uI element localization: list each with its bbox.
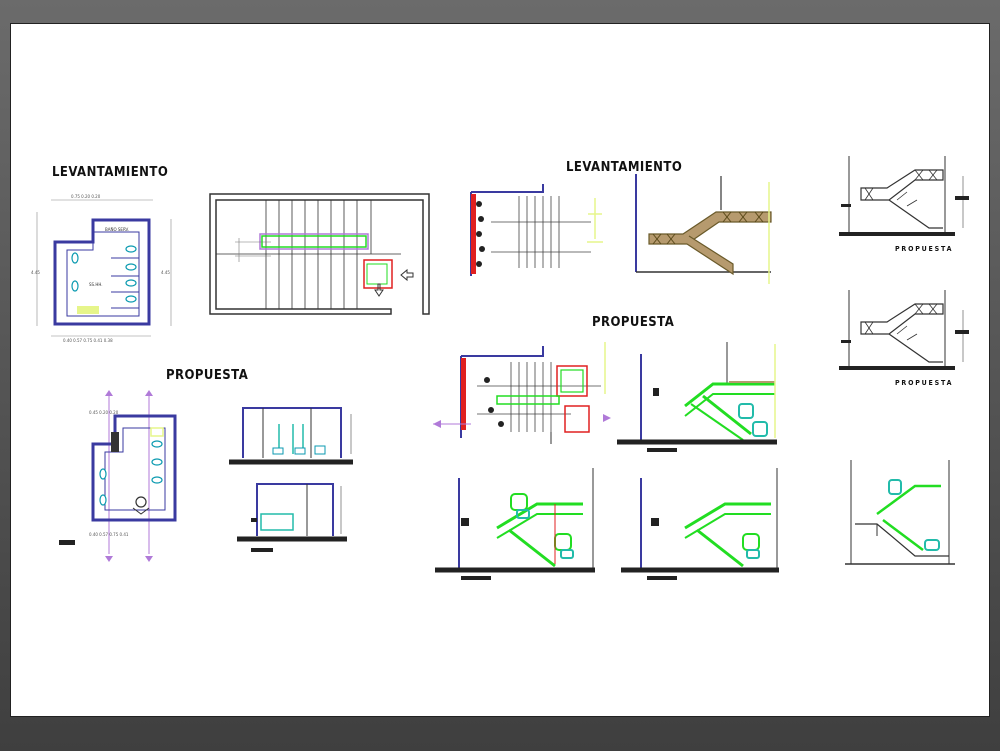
svg-text:4.45: 4.45 — [31, 270, 40, 275]
svg-text:4.45: 4.45 — [161, 270, 170, 275]
svg-text:0.75 0.20 0.20: 0.75 0.20 0.20 — [71, 194, 101, 199]
stair-proposal-section-3 — [621, 468, 779, 580]
ramp-a-proposal-label: PROPUESTA — [895, 245, 954, 253]
svg-text:BAÑO SERV.: BAÑO SERV. — [105, 227, 129, 232]
svg-text:0.40 0.57 0.75 0.41: 0.40 0.57 0.75 0.41 — [89, 532, 129, 537]
stair-survey-plan — [209, 193, 430, 315]
stair-proposal-title: PROPUESTA — [592, 315, 675, 330]
stair-survey-plan-small — [470, 184, 603, 276]
stair-survey-title: LEVANTAMIENTO — [566, 160, 683, 175]
svg-text:0.40 0.57 0.75 0.41 0.38: 0.40 0.57 0.75 0.41 0.38 — [63, 338, 113, 343]
bathroom-elevation-2 — [237, 483, 347, 552]
drawing-sheet: LEVANTAMIENTO PROPUESTA LEVANTAMIENTO PR… — [11, 24, 989, 716]
bathroom-proposal-title: PROPUESTA — [166, 368, 249, 383]
stair-proposal-section-2 — [435, 468, 595, 580]
svg-text:0.45 0.20 0.20: 0.45 0.20 0.20 — [89, 410, 119, 415]
bathroom-elevation-1 — [229, 407, 353, 465]
ramp-section-a — [839, 156, 969, 236]
bathroom-survey-plan: 0.75 0.20 0.20 0.40 0.57 0.75 0.41 0.38 … — [31, 194, 172, 343]
stair-proposal-plan — [433, 342, 611, 444]
svg-text:SS.HH.: SS.HH. — [89, 282, 103, 287]
cad-drawings: 0.75 0.20 0.20 0.40 0.57 0.75 0.41 0.38 … — [31, 156, 969, 580]
bathroom-survey-title: LEVANTAMIENTO — [52, 165, 169, 180]
stair-survey-section — [635, 174, 772, 284]
ramp-section-b — [839, 290, 969, 370]
bathroom-proposal-plan: 0.45 0.20 0.20 0.40 0.57 0.75 0.41 — [59, 390, 177, 562]
stair-proposal-section-1 — [617, 342, 777, 452]
stair-lift-section — [845, 460, 955, 565]
ramp-b-proposal-label: PROPUESTA — [895, 379, 954, 387]
